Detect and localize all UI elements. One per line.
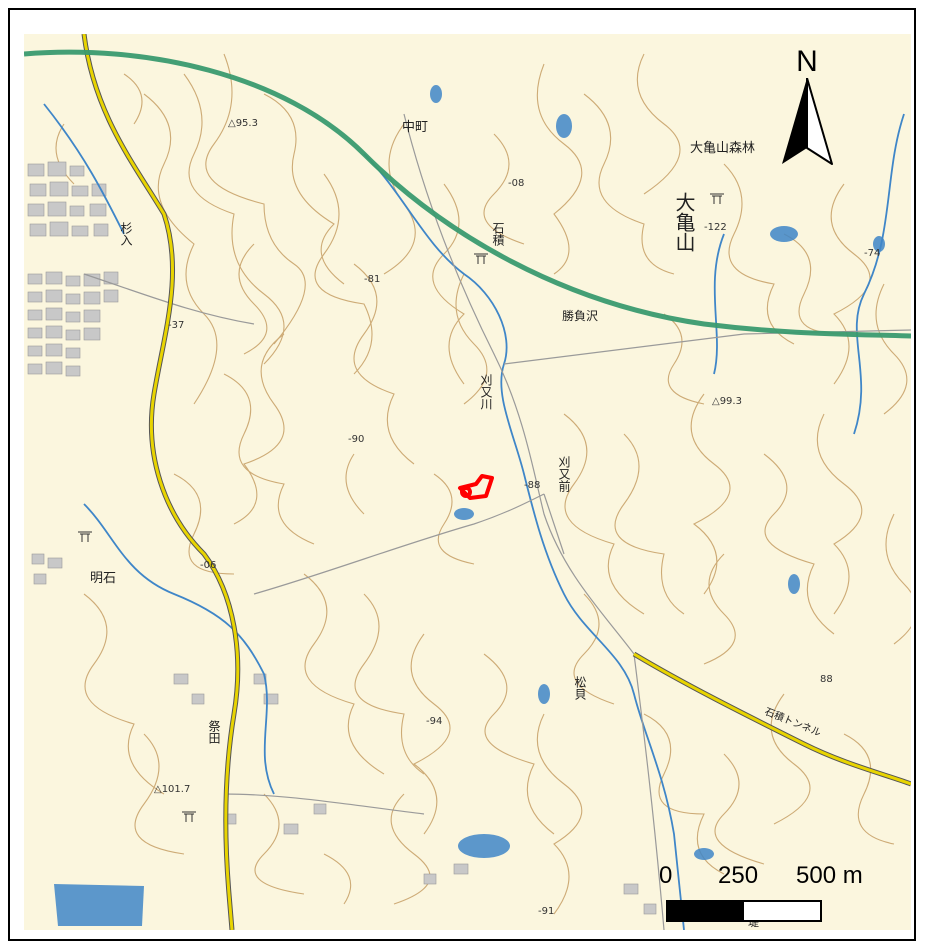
expressway (24, 49, 911, 339)
label-saita: 祭田 (207, 720, 221, 744)
label-karimatamae: 刈又前 (557, 456, 571, 492)
scale-bar-graphic (666, 900, 822, 922)
label-karimatagawa: 刈又川 (479, 374, 493, 410)
north-arrow: N (782, 46, 842, 168)
scale-bar: 0 250 500 m (656, 862, 886, 930)
label-okameyama: 大亀山 (672, 192, 696, 252)
place-labels: 中町 大亀山森林 石積 杉入 大亀山 勝負沢 刈又川 刈又前 明石 松貝 祭田 … (90, 120, 823, 929)
label-sugiiri: 杉入 (119, 222, 133, 246)
elevation-label: -08 (508, 178, 524, 189)
north-arrow-icon (782, 78, 833, 165)
topographic-map[interactable]: 中町 大亀山森林 石積 杉入 大亀山 勝負沢 刈又川 刈又前 明石 松貝 祭田 … (24, 34, 911, 930)
scale-label-500: 500 m (796, 862, 863, 889)
elevation-label: -88 (524, 480, 540, 491)
water-bodies (54, 85, 885, 926)
label-akaishi: 明石 (90, 571, 116, 586)
elevation-label: -81 (364, 274, 380, 285)
elevation-label: △95.3 (228, 118, 258, 129)
label-ishizumi: 石積 (491, 222, 505, 247)
elevation-label: -06 (200, 560, 216, 571)
elevation-label: -91 (538, 906, 554, 917)
rivers (43, 103, 905, 930)
elevation-label: △99.3 (712, 396, 742, 407)
elevation-label: -90 (348, 434, 364, 445)
label-matsugai: 松貝 (573, 676, 587, 701)
contour-lines (55, 53, 911, 915)
elevation-label: -74 (864, 248, 880, 259)
scale-label-0: 0 (659, 862, 673, 889)
national-road (81, 34, 911, 930)
label-nakamachi: 中町 (402, 120, 428, 135)
label-bottom-mark: 堤 (748, 916, 759, 929)
north-letter: N (796, 45, 818, 78)
scale-label-250: 250 (718, 862, 759, 889)
elevation-label: -122 (704, 222, 727, 233)
elevation-label: -37 (168, 320, 184, 331)
elevation-labels: △95.3 -08 -122 -74 -81 -37 △99.3 -90 -88… (154, 118, 880, 917)
urban-area (27, 161, 657, 915)
elevation-label: -94 (426, 716, 442, 727)
label-shobusawa: 勝負沢 (562, 308, 598, 323)
elevation-label: △101.7 (154, 784, 190, 795)
elevation-label: 88 (820, 674, 833, 685)
site-marker[interactable] (458, 474, 494, 500)
label-okameyama-forest: 大亀山森林 (690, 141, 755, 156)
map-symbols (78, 193, 724, 822)
